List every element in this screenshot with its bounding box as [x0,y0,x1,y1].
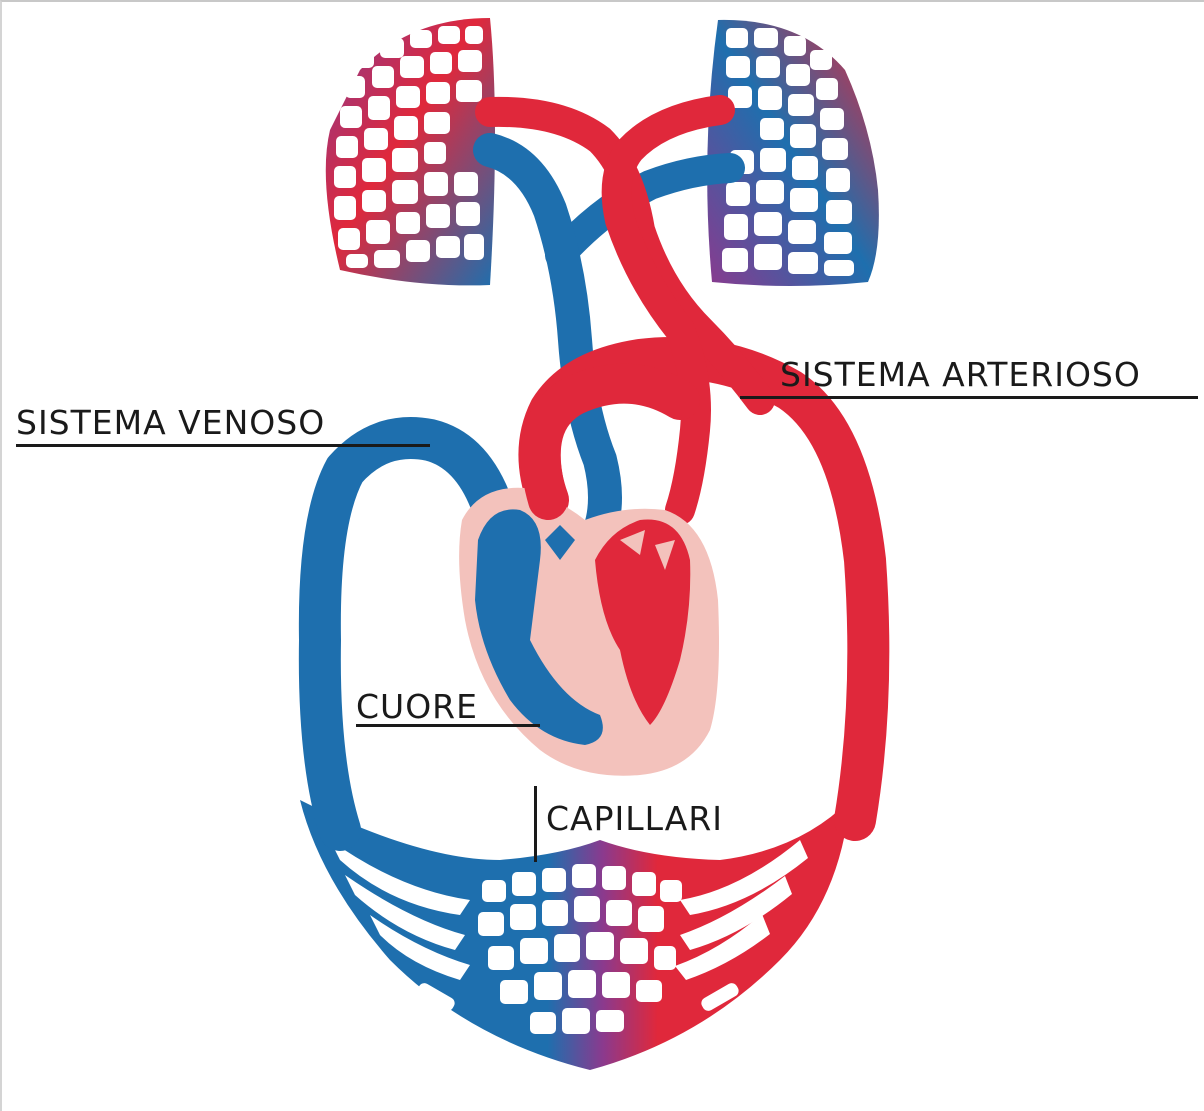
left-lung [326,18,495,285]
leader-line-heart [356,724,540,727]
leader-line-venous [16,444,430,447]
leader-line-capillaries [534,786,537,862]
right-lung [707,20,879,286]
label-capillaries: CAPILLARI [546,802,723,835]
heart [459,488,719,776]
label-arterial-system: SISTEMA ARTERIOSO [780,358,1141,391]
body-capillary-bed [300,800,850,1070]
label-venous-system: SISTEMA VENOSO [16,406,325,439]
label-heart: CUORE [356,690,478,723]
leader-line-arterial [740,396,1198,399]
